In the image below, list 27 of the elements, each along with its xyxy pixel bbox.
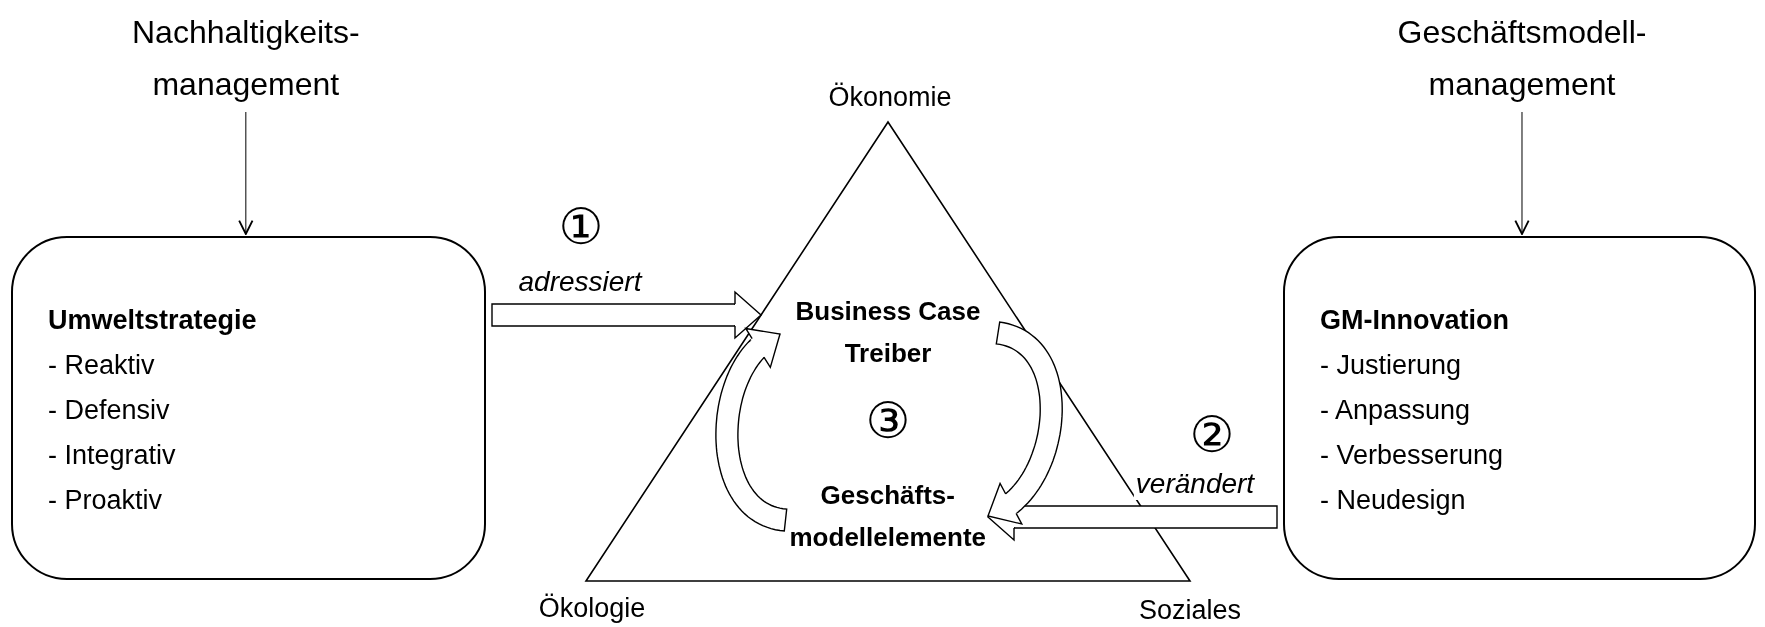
box-heading: GM-Innovation (1320, 304, 1509, 337)
list-item: - Neudesign (1320, 484, 1466, 517)
vertex-label: Ökologie (538, 592, 646, 624)
list-item: - Verbesserung (1320, 439, 1504, 472)
concept-label: Business Case Treiber (782, 290, 994, 374)
block-arrow (491, 291, 762, 339)
callout-number: ① (558, 199, 604, 255)
callout-number: ② (1189, 407, 1235, 463)
list-item: - Reaktiv (48, 349, 155, 382)
vertex-label: Ökonomie (828, 81, 952, 113)
list-item: - Integrativ (48, 439, 176, 472)
block-arrow (987, 321, 1063, 525)
rounded-box (11, 236, 486, 580)
rounded-box (1283, 236, 1756, 580)
list-item: - Defensiv (48, 394, 170, 427)
concept-label: Geschäfts- modellelemente (789, 474, 986, 558)
box-heading: Umweltstrategie (48, 304, 257, 337)
heading-label: Geschäftsmodell- management (1397, 6, 1647, 110)
vertex-label: Soziales (1138, 594, 1242, 626)
list-item: - Anpassung (1320, 394, 1471, 427)
block-arrow (715, 327, 788, 532)
arrow (1514, 111, 1530, 235)
list-item: - Justierung (1320, 349, 1462, 382)
list-item: - Proaktiv (48, 484, 163, 517)
callout-number: ③ (865, 393, 911, 449)
heading-label: Nachhaltigkeits- management (132, 6, 360, 110)
arrow (238, 111, 254, 235)
